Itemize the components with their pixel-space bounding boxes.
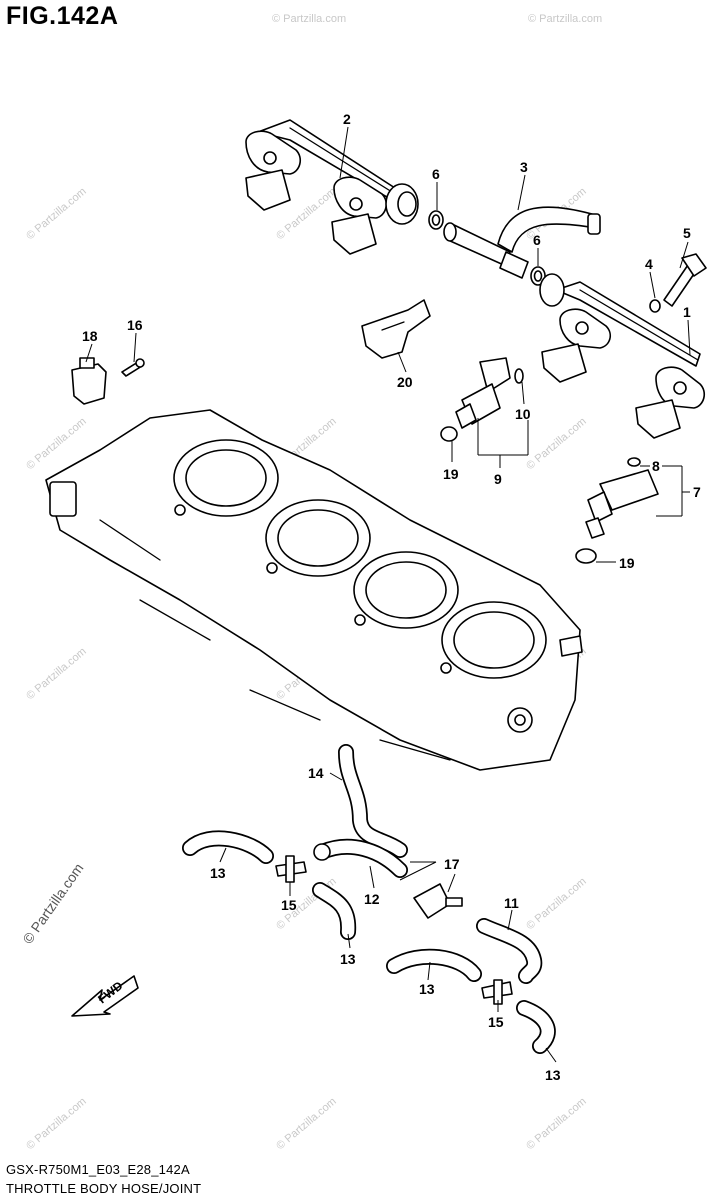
callout-18: 18 [82, 328, 98, 344]
callout-13: 13 [340, 951, 356, 967]
watermark-text: © Partzilla.com [24, 185, 88, 242]
hose-13-b [312, 882, 357, 940]
figure-caption: THROTTLE BODY HOSE/JOINT [6, 1181, 202, 1196]
hose-13-c [386, 948, 482, 982]
callout-labels: 2 3 6 6 4 5 1 18 16 20 10 9 19 8 7 19 14… [82, 111, 701, 1083]
callout-5: 5 [683, 225, 691, 241]
callout-4: 4 [645, 256, 653, 272]
callout-7: 7 [693, 484, 701, 500]
callout-16: 16 [127, 317, 143, 333]
callout-10: 10 [515, 406, 531, 422]
joint-17 [413, 883, 463, 919]
clamp-20 [361, 299, 431, 359]
fuel-rail-2 [245, 119, 419, 255]
throttle-body [45, 409, 583, 771]
callout-6: 6 [533, 232, 541, 248]
joint-15-b [481, 979, 513, 1005]
fwd-arrow-icon: FWD [71, 975, 139, 1017]
callout-6: 6 [432, 166, 440, 182]
callout-8: 8 [652, 458, 660, 474]
joint-pipe-3 [443, 206, 601, 279]
hose-12 [313, 838, 408, 878]
hose-11 [476, 918, 543, 984]
watermark-text: © Partzilla.com [524, 415, 588, 472]
callout-19: 19 [619, 555, 635, 571]
callout-13: 13 [545, 1067, 561, 1083]
hose-14 [338, 744, 408, 858]
watermark-text: © Partzilla.com [24, 1095, 88, 1152]
watermark-text: © Partzilla.com [272, 13, 346, 25]
callout-15: 15 [281, 897, 297, 913]
callout-19: 19 [443, 466, 459, 482]
figure-code: GSX-R750M1_E03_E28_142A [6, 1162, 190, 1177]
hose-13-d [516, 1000, 556, 1054]
watermark-text: © Partzilla.com [19, 860, 86, 946]
callout-15: 15 [488, 1014, 504, 1030]
injector-7 [575, 457, 659, 564]
callout-2: 2 [343, 111, 351, 127]
callout-3: 3 [520, 159, 528, 175]
hose-13-a [182, 830, 274, 864]
callout-13: 13 [419, 981, 435, 997]
bolt-5 [663, 253, 707, 307]
callout-1: 1 [683, 304, 691, 320]
watermark-text: © Partzilla.com [524, 1095, 588, 1152]
injector-9 [440, 357, 524, 442]
screw-16 [121, 358, 145, 377]
joint-15-a [275, 855, 307, 883]
watermark-text: © Partzilla.com [24, 645, 88, 702]
leader-lines [85, 126, 691, 1063]
callout-12: 12 [364, 891, 380, 907]
callout-9: 9 [494, 471, 502, 487]
callout-17: 17 [444, 856, 460, 872]
callout-14: 14 [308, 765, 324, 781]
figure-title: FIG.142A [6, 2, 119, 30]
watermark-text: © Partzilla.com [524, 875, 588, 932]
callout-11: 11 [504, 895, 519, 911]
callout-20: 20 [397, 374, 413, 390]
watermark-text: © Partzilla.com [528, 13, 602, 25]
watermark-text: © Partzilla.com [274, 1095, 338, 1152]
sensor-18 [71, 357, 107, 405]
fuel-rail-1 [539, 273, 706, 439]
washer-4 [649, 299, 661, 313]
callout-13: 13 [210, 865, 226, 881]
